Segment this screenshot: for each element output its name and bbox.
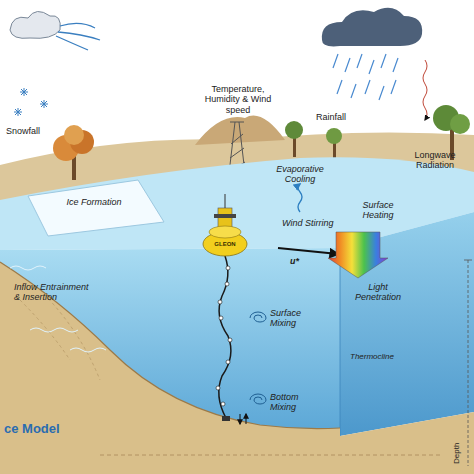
evaporation-arrow <box>298 184 302 212</box>
rain-cloud-part <box>322 8 422 47</box>
bottom-flux-arrows-part <box>240 414 241 424</box>
lake-bed-part <box>0 262 340 429</box>
weather-label: Temperature, Humidity & Wind speed <box>198 84 278 115</box>
rain-cloud-part <box>337 80 342 94</box>
axis-label: Depth <box>452 443 461 464</box>
thermistor-chain-part <box>219 256 231 418</box>
wind-cloud-part <box>56 23 100 50</box>
mixing-eddy-part <box>250 394 266 404</box>
process-label: Wind Stirring <box>282 218 342 228</box>
model-heading: ce Model <box>4 422 104 437</box>
bottom-flux-arrows-part <box>246 414 247 424</box>
thermistor-chain-part <box>222 416 230 421</box>
tree-part <box>64 125 84 145</box>
mixing-eddy <box>250 312 266 404</box>
thermistor-chain-part <box>226 266 230 270</box>
process-label: Surface Heating <box>346 200 410 221</box>
wind-arrow-part <box>278 248 338 254</box>
tree-part <box>450 114 470 134</box>
buoy-label: GLEON <box>205 241 245 248</box>
thermistor-chain-part <box>216 266 232 406</box>
inflow-plume-part <box>70 348 106 352</box>
lake-bed <box>0 262 474 474</box>
tree-part <box>285 121 303 139</box>
weather-label: Rainfall <box>316 112 366 122</box>
thermistor-chain-part <box>221 402 225 406</box>
buoy-part <box>209 226 241 238</box>
longwave-radiation <box>423 60 427 120</box>
wind-arrow <box>278 248 338 254</box>
buoy-part <box>214 214 236 218</box>
ice-sheet-part <box>28 180 164 236</box>
rain-cloud-part <box>345 58 350 72</box>
thermistor-chain-part <box>216 386 220 390</box>
weather-label: Longwave Radiation <box>404 150 466 171</box>
rain-cloud-part <box>333 54 338 68</box>
thermistor-chain-part <box>226 360 230 364</box>
rain-cloud-part <box>369 60 374 74</box>
process-label: Inflow Entrainment & Insertion <box>14 282 94 303</box>
rain-cloud-part <box>357 54 362 68</box>
thermistor-chain-part <box>219 316 223 320</box>
weather-label: Snowfall <box>6 126 56 136</box>
depth-axis <box>464 260 472 466</box>
wind-cloud-part <box>10 11 60 38</box>
symbol-label: u* <box>290 256 310 266</box>
inflow-plume-part <box>10 266 46 270</box>
process-label: Ice Formation <box>66 197 122 207</box>
thermistor-chain <box>216 256 232 421</box>
inflow-plume <box>10 266 106 352</box>
process-label: Light Penetration <box>346 282 410 303</box>
process-label: Surface Mixing <box>270 308 326 329</box>
ice-sheet <box>28 180 164 236</box>
snowflake-part <box>14 108 22 116</box>
bottom-flux-arrows <box>240 414 246 424</box>
inflow-plume-part <box>30 328 78 332</box>
process-label: Evaporative Cooling <box>262 164 338 185</box>
longwave-radiation-part <box>423 60 427 120</box>
lake-bed-part <box>100 455 440 456</box>
buoy <box>203 194 247 256</box>
rain-cloud-part <box>381 54 386 68</box>
mixing-eddy-part <box>250 312 266 322</box>
rain-cloud <box>322 8 422 100</box>
snowflake-part <box>20 88 28 96</box>
tree-part <box>326 128 342 144</box>
evaporation-arrow-part <box>298 184 302 212</box>
thermistor-chain-part <box>218 300 222 304</box>
depth-axis-part <box>464 260 472 261</box>
weather-tower-part <box>230 122 244 123</box>
rain-cloud-part <box>391 80 396 94</box>
rain-cloud-part <box>333 54 398 100</box>
snowflake-part <box>40 100 48 108</box>
heating-arrow-part <box>328 232 388 278</box>
depth-axis-part <box>468 260 469 466</box>
thermistor-chain-part <box>225 282 229 286</box>
wind-cloud <box>10 11 100 50</box>
lake-bed-part <box>20 290 100 380</box>
rain-cloud-part <box>365 80 370 94</box>
layer-label: Thermocline <box>350 352 420 361</box>
lake-bed-part <box>0 262 474 474</box>
rain-cloud-part <box>379 86 384 100</box>
rain-cloud-part <box>393 58 398 72</box>
process-label: Bottom Mixing <box>270 392 326 413</box>
thermistor-chain-part <box>228 338 232 342</box>
buoy-part <box>225 194 226 208</box>
snowflake <box>14 88 48 116</box>
heating-arrow <box>328 232 388 278</box>
rain-cloud-part <box>351 84 356 98</box>
water-body-part <box>340 248 341 436</box>
